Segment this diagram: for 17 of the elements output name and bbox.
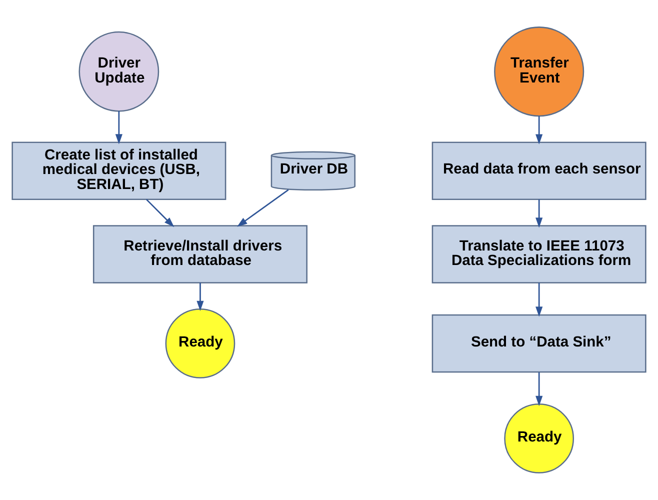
node-circle: Transfer Event — [494, 26, 584, 117]
node-box: Retrieve/Install drivers from database — [92, 225, 308, 284]
node-box: Translate to IEEE 11073 Data Specializations form — [432, 225, 646, 284]
arrow — [115, 111, 122, 144]
node-box: Read data from each sensor — [432, 142, 646, 200]
arrow — [237, 189, 289, 227]
arrow — [536, 282, 543, 317]
node-circle: Ready — [504, 404, 574, 474]
node-circle: Driver Update — [78, 31, 160, 112]
node-box: Send to “Data Sink” — [432, 314, 646, 373]
arrow — [146, 198, 174, 228]
arrow — [196, 282, 204, 311]
node-box: Create list of installed medical devices (USB, SERIAL, BT) — [12, 142, 226, 200]
arrow — [536, 372, 543, 406]
arrow — [536, 199, 543, 228]
arrow — [536, 116, 543, 144]
node-circle: Ready — [165, 308, 236, 378]
